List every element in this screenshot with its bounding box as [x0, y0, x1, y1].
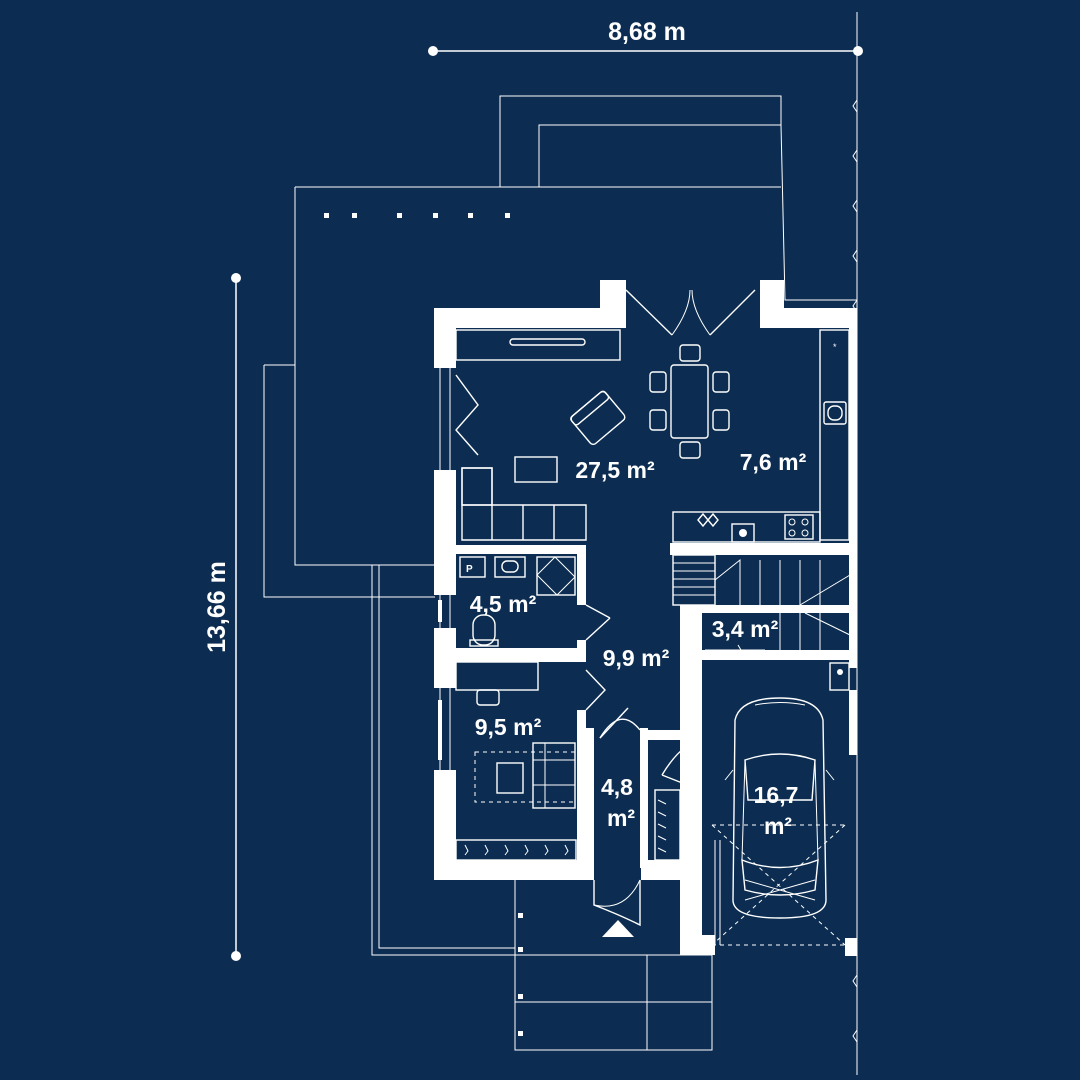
windows	[438, 368, 721, 945]
room-area-storage: 3,4 m²	[712, 616, 779, 642]
stairs	[672, 554, 851, 691]
room-area-bedroom: 9,5 m²	[475, 714, 542, 740]
room-area-entrance-value: 4,8	[601, 774, 633, 800]
svg-text:*: *	[833, 342, 837, 352]
room-area-living: 27,5 m²	[575, 457, 655, 483]
living-furniture	[455, 329, 626, 541]
walls	[434, 280, 857, 956]
room-area-kitchen: 7,6 m²	[740, 449, 807, 475]
height-dimension: 13,66 m	[203, 273, 241, 961]
boiler-label: P	[466, 564, 473, 575]
car-icon	[724, 697, 835, 919]
kitchen-furniture: *	[672, 329, 850, 543]
bedroom-furniture	[455, 661, 577, 861]
room-area-bathroom: 4,5 m²	[470, 591, 537, 617]
room-area-entrance-unit: m²	[607, 805, 635, 831]
room-area-garage-unit: m²	[764, 813, 792, 839]
entrance-wardrobe	[654, 789, 681, 861]
entrance-steps	[514, 880, 713, 1051]
terrace-outline	[263, 95, 857, 956]
garage	[711, 697, 846, 946]
width-dimension: 8,68 m	[428, 18, 863, 56]
height-dimension-label: 13,66 m	[203, 561, 231, 653]
room-area-garage-value: 16,7	[754, 782, 799, 808]
bathroom-fixtures: P	[459, 556, 576, 647]
room-area-hall: 9,9 m²	[603, 645, 670, 671]
entrance-arrow-icon	[602, 920, 634, 937]
room-labels: 27,5 m² 7,6 m² 4,5 m² 9,9 m² 3,4 m² 9,5 …	[470, 449, 807, 839]
dining-set	[649, 344, 730, 459]
doors	[455, 289, 756, 927]
width-dimension-label: 8,68 m	[608, 18, 686, 46]
